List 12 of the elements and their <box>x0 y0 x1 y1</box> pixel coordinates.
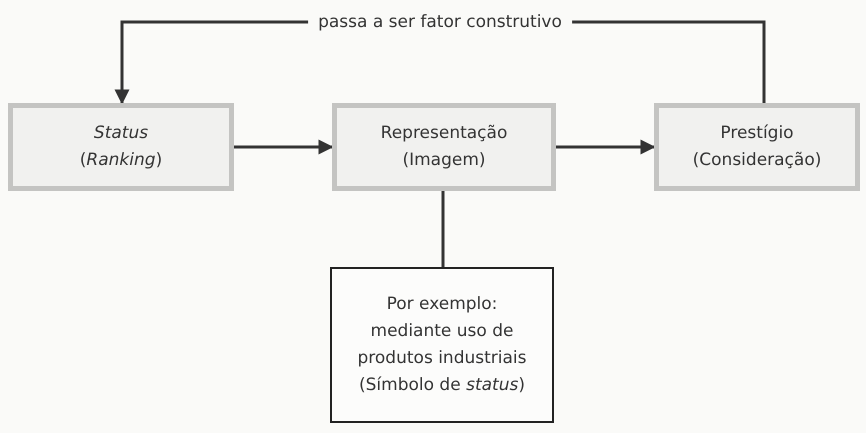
concept-box <box>654 103 860 191</box>
box-text: Por exemplo: mediante uso de produtos industriais (Símbolo de status) <box>356 292 528 398</box>
box-text: Status (Ranking) <box>78 122 164 172</box>
arrow <box>234 140 334 154</box>
concept-box <box>332 103 556 191</box>
example-box <box>330 267 554 423</box>
concept-box <box>8 103 234 191</box>
edge-label: passa a ser fator construtivo <box>308 12 572 32</box>
box-text: Prestígio (Consideração) <box>692 122 822 172</box>
connector-line <box>442 191 444 267</box>
box-text: Representação (Imagem) <box>380 122 508 172</box>
arrow <box>556 140 656 154</box>
